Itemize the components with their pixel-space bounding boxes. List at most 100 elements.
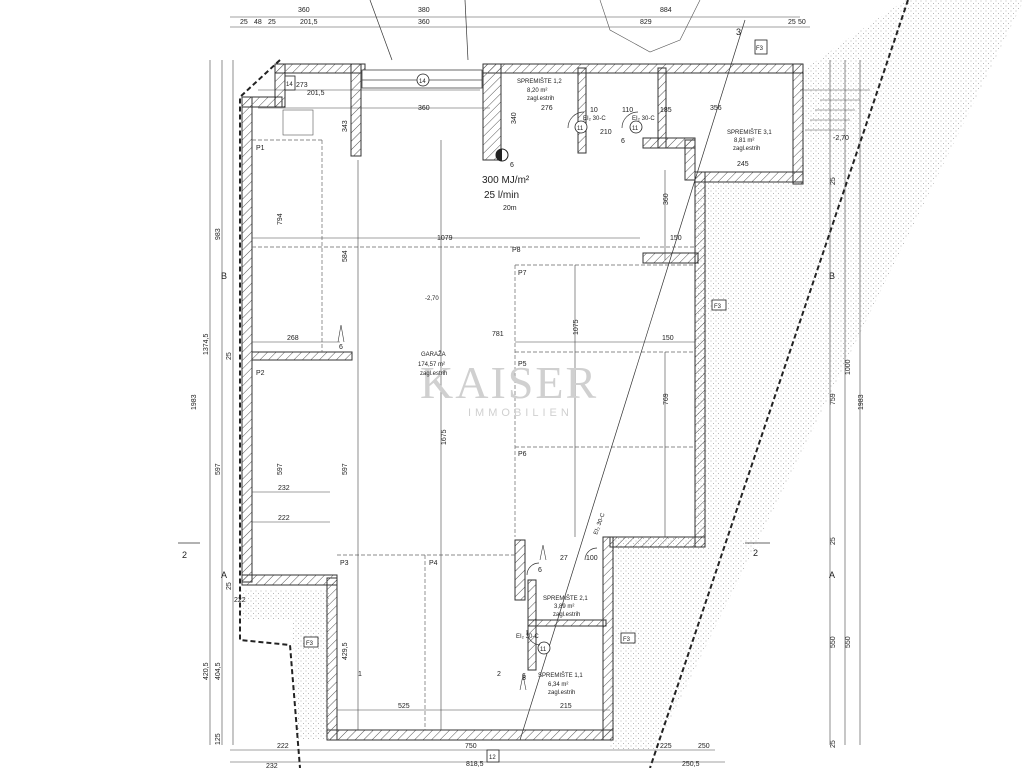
terrain-area [610,0,1024,750]
window-tag-3: 6 [621,138,625,145]
dim-left-4: 1983 [191,394,198,410]
dim-right-6: 25 [830,177,837,185]
room-area-storage-1-1: 6,34 m² [548,682,568,688]
dim-inner-10: 781 [492,331,504,338]
dim-top-11: 50 [798,19,806,26]
dim-inner-2: 201,5 [307,90,325,97]
fire-box-1: F3 [714,304,722,310]
room-title-storage-2-1: SPREMIŠTE 2,1 [543,595,588,602]
fire-box-frame-1 [711,299,727,311]
dim-top-10: 25 [788,19,796,26]
room-title-storage-1-2: SPREMIŠTE 1,2 [517,78,562,85]
dim-left-6: 25 [226,582,233,590]
fire-box-frame-2 [620,632,636,644]
dim-inner-28: 27 [560,555,568,562]
door-rating-1: EI₂ 30-C [583,116,606,122]
room-floor-storage-2-1: zagl.estrih [553,612,580,618]
room-floor-storage-1-1: zagl.estrih [548,690,575,696]
dim-inner-13: 222 [278,515,290,522]
dim-left-3: 25 [226,352,233,360]
fire-water-flow: 25 l/min [484,190,519,201]
dim-top-2: 380 [418,7,430,14]
room-title-storage-1-1: SPREMIŠTE 1,1 [538,672,583,679]
door-swings [526,111,639,646]
room-area-storage-2-1: 3,89 m² [554,604,574,610]
window-type-14: 14 [419,79,426,85]
dim-inner-8: 150 [670,235,682,242]
parking-p6: P6 [518,451,527,458]
dim-right-7: 25 [830,537,837,545]
section-lines [178,0,770,741]
room-floor-storage-1-2: zagl.estrih [527,96,554,102]
dim-inner-32: 10 [590,107,598,114]
door-type-3: 11 [540,647,547,653]
dim-top-6: 25 [268,19,276,26]
dim-top-4: 25 [240,19,248,26]
dim-left-7: 222 [234,597,246,604]
dim-inner-4: 276 [541,105,553,112]
dim-inner-21: 1075 [573,319,580,335]
property-boundary-left [239,59,301,768]
door-type-2: 11 [632,126,639,132]
dim-left-10: 125 [215,733,222,745]
dim-inner-17: 597 [342,463,349,475]
dim-inner-9: 268 [287,335,299,342]
dim-bottom-6: 818,5 [466,761,484,768]
dim-top-5: 48 [254,19,262,26]
outer-walls [241,63,804,741]
section-2-right: 2 [753,548,758,558]
axis-box-12 [486,749,500,763]
dim-inner-19: 584 [342,250,349,262]
fire-load-value: 300 MJ/m² [482,175,530,186]
dim-inner-25: 343 [342,120,349,132]
window-tag-5: 6 [522,673,526,680]
door-rating-4: EI₂ 30-C [593,512,607,536]
dim-bottom-2: 750 [465,743,477,750]
dim-bottom-3: 225 [660,743,672,750]
dim-left-5: 597 [215,463,222,475]
door-number-1: 1 [358,671,362,678]
door-type-circle-2 [629,120,643,134]
dim-bottom-1: 222 [277,743,289,750]
dim-inner-22: 769 [663,393,670,405]
section-3-top: 3 [736,27,741,37]
room-title-storage-3-1: SPREMIŠTE 3,1 [727,129,772,136]
dim-inner-27: 100 [586,555,598,562]
axis-b-right: B [829,271,835,281]
dim-inner-16: 597 [277,463,284,475]
dim-inner-31: 210 [600,129,612,136]
dim-inner-14: 525 [398,703,410,710]
room-title-garage: GARAŽA [421,350,446,358]
dim-right-2: 1983 [858,394,865,410]
axis-a-right: A [829,570,835,580]
dim-right-3: 759 [830,393,837,405]
axis-box-14 [284,75,296,91]
door-type-1: 11 [577,126,584,132]
window-tag-1: 6 [339,344,343,351]
section-2-left: 2 [182,550,187,560]
parking-p4: P4 [429,560,438,567]
fire-box-frame-4 [754,39,768,55]
dim-inner-30: 185 [660,107,672,114]
room-floor-garage: zagl.estrih [420,371,447,377]
dim-inner-15: 215 [560,703,572,710]
axis-b-left: B [221,271,227,281]
dim-right-1: 1000 [845,359,852,375]
dim-inner-7: 1079 [437,235,453,242]
fire-hydrant-half [496,149,502,161]
stair-outline [282,0,870,136]
dim-inner-12: 232 [278,485,290,492]
parking-p3: P3 [340,560,349,567]
terrain-area-left [240,590,330,740]
dim-inner-6: 245 [737,161,749,168]
room-area-storage-3-1: 8,81 m² [734,138,754,144]
fire-hose-length: 20m [503,205,517,212]
dim-inner-3: 360 [418,105,430,112]
watermark-title: KAISER [420,357,598,408]
dim-bottom-7: 250,5 [682,761,700,768]
level-mark-garage: -2,70 [425,296,439,302]
dim-left-1: 983 [215,228,222,240]
dim-inner-18: 794 [277,213,284,225]
room-area-storage-1-2: 8,20 m² [527,88,547,94]
